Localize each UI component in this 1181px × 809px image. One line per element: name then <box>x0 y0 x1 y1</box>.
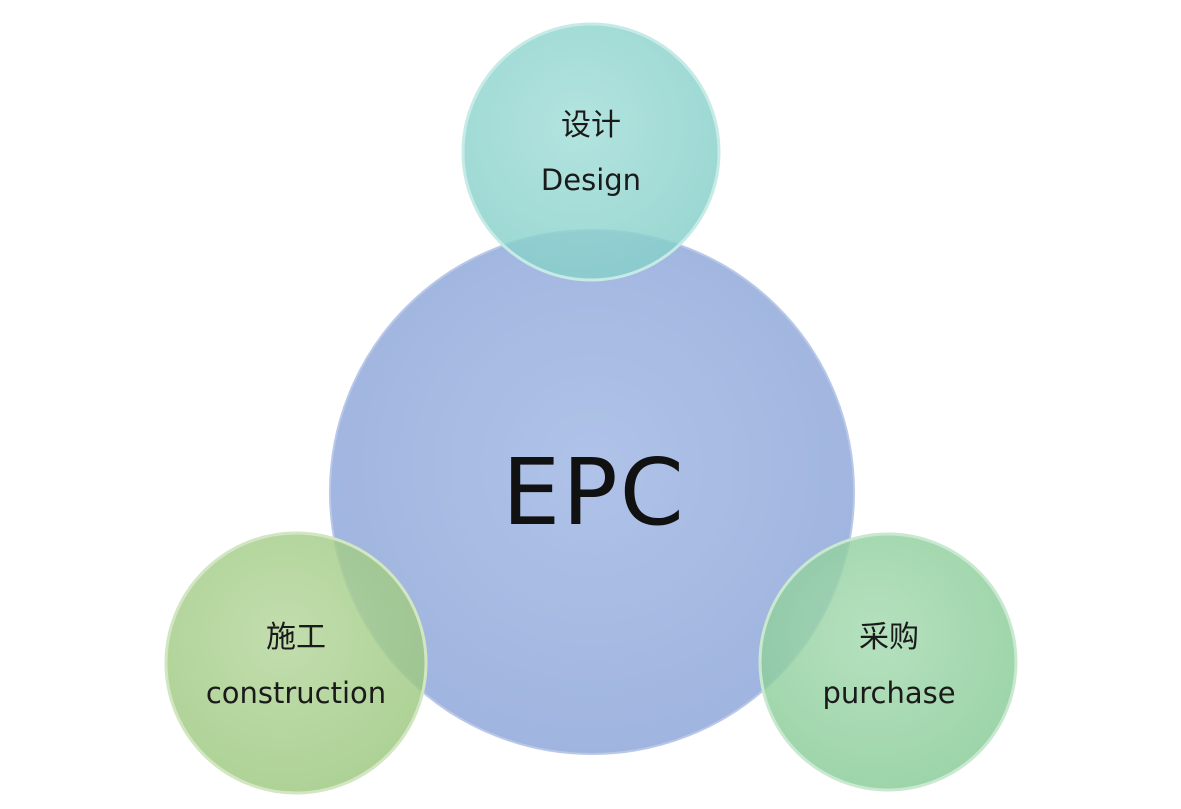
epc-center-label: EPC <box>502 439 686 546</box>
purchase-circle <box>758 532 1018 792</box>
construction-label-zh: 施工 <box>266 620 326 655</box>
purchase-label-zh: 采购 <box>859 620 919 655</box>
design-label-zh: 设计 <box>561 108 621 143</box>
design-label-en: Design <box>541 163 641 197</box>
construction-circle <box>164 531 428 795</box>
purchase-label-en: purchase <box>822 676 955 710</box>
design-circle <box>461 22 721 282</box>
construction-label-en: construction <box>206 676 386 710</box>
